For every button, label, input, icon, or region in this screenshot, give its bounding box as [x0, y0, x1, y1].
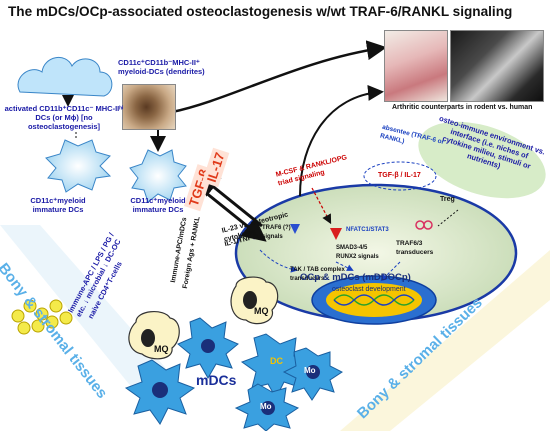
mq-nucleus-1: [243, 291, 257, 309]
traf-transducers-label: TRAF6/3 transducers: [396, 240, 434, 256]
ocp-sub-label: osteoclast development: [332, 286, 406, 293]
mdcs-label: mDCs: [196, 372, 237, 388]
arthritis-caption: Arthritic counterparts in rodent vs. hum…: [392, 104, 533, 111]
treg-label: Treg: [440, 196, 455, 203]
immature-dc-left-label: CD11c⁺myeloid immature DCs: [30, 196, 86, 214]
curve-arrow-photo: [171, 40, 387, 114]
traf6-signals-label: TRAF6 (?) signals: [262, 225, 291, 240]
mo-label-1: Mo: [304, 366, 316, 375]
page-title: The mDCs/OCp-associated osteoclastogenes…: [8, 4, 513, 19]
dc-label: DC: [270, 356, 283, 366]
curve-arrow-cell: [299, 84, 384, 197]
immature-dc-starburst: [129, 149, 187, 203]
mq-label-2: MQ: [154, 344, 169, 354]
rodent-paw-photo: [384, 30, 448, 102]
mq-label-1: MQ: [254, 306, 269, 316]
receptor-pink-2: [423, 220, 433, 230]
stromal-band-right: [340, 250, 550, 431]
activated-dc-starburst: [45, 139, 112, 193]
cloud-shape: [17, 57, 113, 97]
dc-photo-label: CD11c⁺CD11b⁻MHC-II⁺ myeloid-DCs (dendrit…: [118, 58, 205, 76]
osteo-env-oval: [418, 121, 546, 199]
signal-arrow-3: [380, 261, 401, 282]
mo-nucleus-1: [306, 365, 320, 379]
mdc-nucleus-2: [152, 382, 168, 398]
receptor-blue: [290, 224, 300, 234]
ocp-label: OCp & mDCs (mDDOCp): [300, 272, 411, 283]
triad-arrow: [311, 187, 332, 225]
immature-dc-center-label: CD11c⁺myeloid immature DCs: [130, 196, 186, 214]
stromal-band-left: [0, 225, 185, 410]
activated-dcs-label: activated CD11b⁺CD11c⁻ MHC-IIʰⁱ DCs (or …: [4, 104, 124, 131]
mq-nucleus-2: [141, 329, 155, 347]
smad-label: SMAD3-4/5 RUNX2 signals: [336, 245, 379, 260]
receptor-red: [330, 228, 342, 240]
tgf-il17-small-label: TGF-β / IL-17: [378, 172, 421, 179]
dc-micrograph: [122, 84, 176, 130]
nfatc1-label: NFATC1/STAT3: [346, 227, 389, 233]
tgf-il17-ellipse: [363, 161, 437, 191]
tak-tab-label: TAK / TAB complex transducers: [290, 267, 345, 282]
human-hand-xray: [450, 30, 544, 102]
naive-t-cells: [11, 299, 73, 335]
treg-arrow: [437, 209, 459, 227]
mo-nucleus-2: [261, 401, 275, 415]
signal-arrow-1: [259, 249, 298, 273]
signal-arrow-2: [335, 261, 354, 271]
dna-strand-b: [333, 294, 415, 306]
mdc-nucleus-1: [201, 339, 215, 353]
mo-label-2: Mo: [260, 402, 272, 411]
